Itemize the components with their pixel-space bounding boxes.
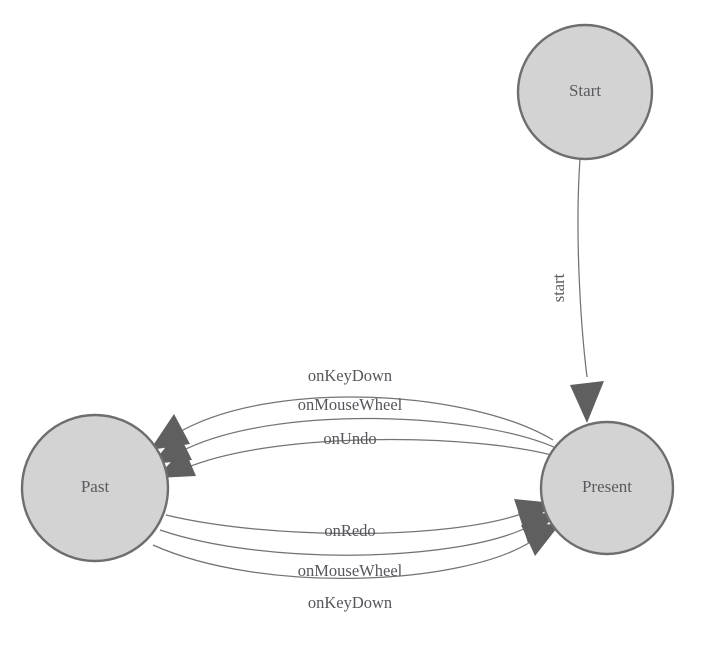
edge-start-to-present-path (577, 158, 588, 378)
edge-present-to-past-onundo-label: onUndo (323, 429, 376, 448)
node-start[interactable]: Start (516, 23, 654, 161)
edge-past-to-present-onkeydown[interactable]: onKeyDown (152, 524, 560, 612)
edge-past-to-present-onkeydown-arrowhead (521, 524, 560, 556)
edge-past-to-present-onredo-label: onRedo (324, 521, 375, 540)
edge-past-to-present-onkeydown-path (152, 540, 533, 580)
edge-present-to-past-onmousewheel-path (179, 417, 557, 453)
edge-past-to-present-onredo[interactable]: onRedo (165, 499, 554, 540)
node-past[interactable]: Past (20, 413, 170, 563)
node-start-label: Start (569, 81, 601, 100)
node-past-label: Past (81, 477, 110, 496)
edge-start-label: start (549, 273, 568, 302)
edge-present-to-past-onkeydown-path (175, 396, 554, 441)
edge-present-to-past-onundo-path (185, 438, 560, 469)
edge-past-to-present-onkeydown-label: onKeyDown (308, 593, 392, 612)
node-start-circle (516, 23, 654, 161)
edge-start-to-present[interactable]: start (549, 158, 604, 423)
edge-start-to-present-arrowhead (570, 381, 604, 423)
node-present[interactable]: Present (539, 420, 675, 556)
node-present-label: Present (582, 477, 632, 496)
edge-present-to-past-onkeydown-label: onKeyDown (308, 366, 392, 385)
node-present-circle (539, 420, 675, 556)
edge-past-to-present-onmousewheel-label: onMouseWheel (298, 561, 403, 580)
edge-past-to-present-onmousewheel-path (159, 526, 529, 556)
edge-past-to-present-onredo-path (165, 512, 525, 535)
edge-present-to-past-onmousewheel-label: onMouseWheel (298, 395, 403, 414)
node-past-circle (20, 413, 170, 563)
edge-present-to-past-onundo[interactable]: onUndo (156, 429, 560, 478)
